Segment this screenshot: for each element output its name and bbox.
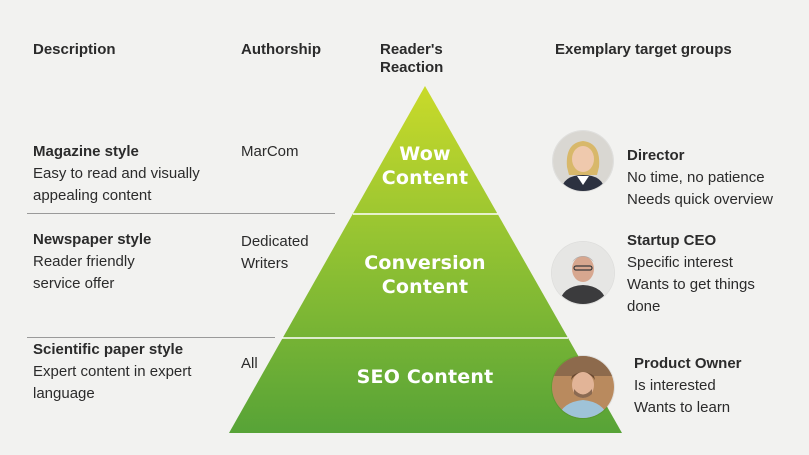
row-desc-scientific: Expert content in expert language [33,363,192,402]
target-title-director: Director [627,147,685,164]
row-separator-2 [27,337,275,338]
header-readers-reaction: Reader's Reaction [380,41,444,76]
tier-label-seo: SEO Content [356,366,494,388]
header-target-groups: Exemplary target groups [555,41,732,58]
tier-label-wow: Wow Content [381,143,469,189]
target-desc-product-owner: Is interested Wants to learn [634,377,731,416]
tier-label-conversion: Conversion Content [364,252,486,298]
row-desc-newspaper: Reader friendly service offer [33,253,135,292]
target-desc-director: No time, no patience Needs quick overvie… [627,169,773,208]
header-description: Description [33,41,116,58]
row-desc-magazine: Easy to read and visually appealing cont… [33,165,200,204]
authorship-dedicated-writers: Dedicated Writers [241,233,309,272]
avatar-director [553,131,613,191]
row-title-magazine: Magazine style [33,143,139,160]
row-title-scientific: Scientific paper style [33,341,184,358]
pyramid-shape [229,86,622,433]
avatar-product-owner [552,356,614,418]
header-authorship: Authorship [241,41,321,58]
row-separator-1 [27,213,335,214]
target-title-product-owner: Product Owner [634,355,742,372]
authorship-marcom: MarCom [241,143,299,160]
target-desc-startup-ceo: Specific interest Wants to get things do… [627,254,755,315]
authorship-all: All [241,355,258,372]
row-title-newspaper: Newspaper style [33,231,152,248]
target-title-startup-ceo: Startup CEO [627,232,717,249]
avatar-startup-ceo [552,242,614,304]
